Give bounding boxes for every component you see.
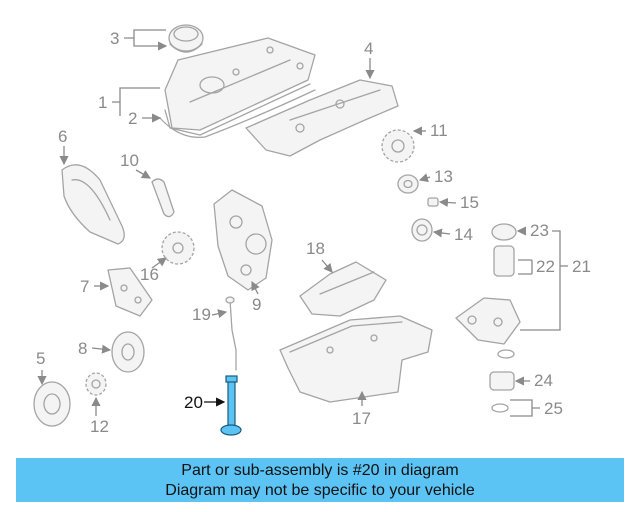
crankshaft-pulley-part xyxy=(33,381,71,427)
callout-label-24: 24 xyxy=(534,371,553,390)
callout-4: 4 xyxy=(364,39,375,80)
parts-diagram: 3 1 2 4 6 10 11 13 15 14 16 9 xyxy=(33,24,591,436)
callout-17: 17 xyxy=(352,390,371,428)
callout-label-17: 17 xyxy=(352,409,371,428)
callout-10: 10 xyxy=(120,151,151,179)
callout-1: 1 xyxy=(98,87,160,116)
oil-filter-assembly-part xyxy=(455,223,521,359)
crank-sprocket-part xyxy=(161,231,195,265)
callout-label-4: 4 xyxy=(364,39,373,58)
callout-label-18: 18 xyxy=(306,239,325,258)
callout-label-20: 20 xyxy=(184,393,203,412)
callout-23: 23 xyxy=(516,221,561,331)
callout-22: 22 xyxy=(518,257,555,276)
callout-24: 24 xyxy=(514,371,553,390)
callout-7: 7 xyxy=(80,277,110,296)
callout-label-1: 1 xyxy=(98,93,107,112)
info-banner: Part or sub-assembly is #20 in diagram D… xyxy=(16,458,624,502)
upper-timing-cover-part xyxy=(245,79,399,157)
reluctor-wheel-part xyxy=(111,331,145,373)
callout-3: 3 xyxy=(110,29,166,48)
callout-16: 16 xyxy=(140,257,167,284)
callout-13: 13 xyxy=(418,167,453,186)
callout-9: 9 xyxy=(251,280,261,314)
callout-label-2: 2 xyxy=(128,109,137,128)
dipstick-tube-part xyxy=(225,296,237,371)
callout-8: 8 xyxy=(78,339,112,358)
callout-14: 14 xyxy=(432,225,473,244)
callout-label-11: 11 xyxy=(430,121,448,140)
callout-label-7: 7 xyxy=(80,277,89,296)
oil-cooler-part xyxy=(489,371,515,413)
callout-label-14: 14 xyxy=(454,225,473,244)
callout-2: 2 xyxy=(128,109,162,128)
lower-timing-cover-part xyxy=(61,164,125,245)
callout-label-3: 3 xyxy=(110,29,119,48)
valve-cover-part xyxy=(159,37,316,139)
oil-pan-part xyxy=(279,315,433,403)
callout-label-21: 21 xyxy=(572,257,591,276)
bracket-part xyxy=(107,267,153,317)
callout-label-22: 22 xyxy=(536,257,555,276)
callout-label-10: 10 xyxy=(120,151,139,170)
callout-label-23: 23 xyxy=(530,221,549,240)
highlighted-dipstick-part[interactable] xyxy=(220,375,242,436)
chain-guide-part xyxy=(151,178,175,218)
callout-label-19: 19 xyxy=(192,305,211,324)
callout-label-16: 16 xyxy=(140,265,159,284)
callout-6: 6 xyxy=(58,127,69,166)
idler-pulley-part xyxy=(397,174,419,194)
callout-19: 19 xyxy=(192,305,228,324)
callout-label-12: 12 xyxy=(90,417,109,436)
callout-label-5: 5 xyxy=(36,349,45,368)
callout-20[interactable]: 20 xyxy=(184,393,226,412)
callout-label-15: 15 xyxy=(460,193,479,212)
oil-filler-cap-part xyxy=(168,24,204,53)
callout-label-25: 25 xyxy=(544,399,563,418)
camshaft-sprocket-part xyxy=(381,129,415,163)
callout-25: 25 xyxy=(510,399,563,418)
callout-11: 11 xyxy=(412,121,448,140)
banner-line-2: Diagram may not be specific to your vehi… xyxy=(165,482,475,499)
callout-label-8: 8 xyxy=(78,339,87,358)
callout-18: 18 xyxy=(306,239,333,273)
callout-label-9: 9 xyxy=(252,295,261,314)
oil-baffle-part xyxy=(299,261,387,317)
small-fitting-part xyxy=(427,197,439,207)
callout-label-6: 6 xyxy=(58,127,67,146)
callout-12: 12 xyxy=(90,396,109,436)
small-gear-part xyxy=(85,372,107,396)
banner-line-1: Part or sub-assembly is #20 in diagram xyxy=(181,462,459,479)
callout-5: 5 xyxy=(36,349,47,386)
callout-15: 15 xyxy=(438,193,479,212)
seal-ring-part xyxy=(411,218,433,242)
front-engine-cover-part xyxy=(213,189,273,291)
callout-label-13: 13 xyxy=(434,167,453,186)
callout-21: 21 xyxy=(560,257,591,276)
